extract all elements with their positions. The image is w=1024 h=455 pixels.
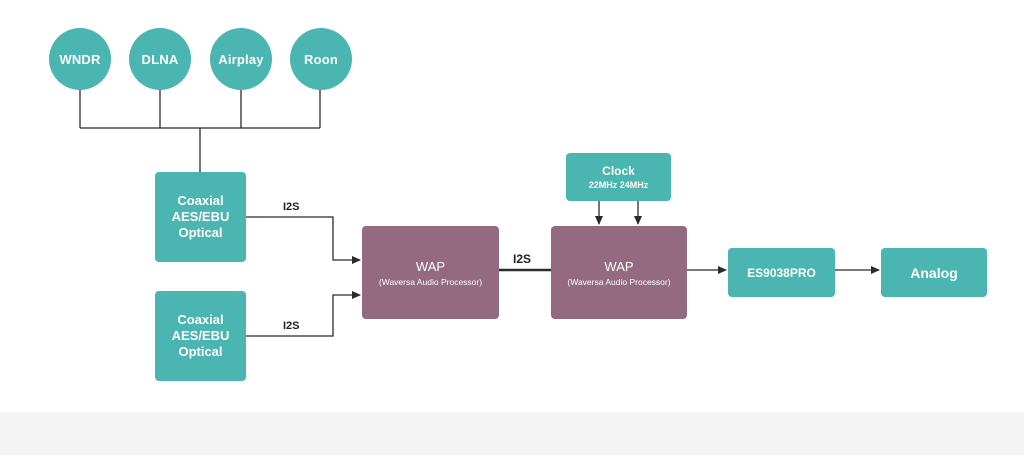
clock-title: Clock [602,163,635,178]
signal-flow-diagram: WNDR DLNA Airplay Roon Coaxial AES/EBU O… [49,28,987,381]
dac-box: ES9038PRO [728,248,835,297]
input-2-line-2: AES/EBU [171,328,230,343]
input-2-arrow [246,291,361,337]
input-1-line-3: Optical [178,225,223,240]
clock-box: Clock 22MHz 24MHz [566,153,671,201]
source-wndr: WNDR [49,28,111,90]
wap-2-subtitle: (Waversa Audio Processor) [567,276,671,287]
wap-1-title: WAP [415,258,446,274]
wap-processor-1: WAP (Waversa Audio Processor) [362,226,499,319]
connector-lines [79,88,880,337]
i2s-label-input-2: I2S [283,320,300,332]
analog-output-box: Analog [881,248,987,297]
i2s-label-wap-link: I2S [513,252,532,266]
input-2-line-3: Optical [178,344,223,359]
wap-1-subtitle: (Waversa Audio Processor) [378,276,483,287]
i2s-label-input-1: I2S [283,201,300,213]
digital-input-2: Coaxial AES/EBU Optical [155,291,246,381]
footer-band [0,412,1024,455]
source-dlna: DLNA [129,28,191,90]
digital-input-1: Coaxial AES/EBU Optical [155,172,246,262]
wap-processor-2: WAP (Waversa Audio Processor) [551,226,687,319]
analog-output-label: Analog [910,264,958,281]
input-1-line-1: Coaxial [177,193,224,208]
input-1-line-2: AES/EBU [171,209,230,224]
input-2-line-1: Coaxial [177,312,224,327]
input-1-arrow [246,216,361,264]
clock-frequencies: 22MHz 24MHz [588,179,649,190]
source-roon: Roon [290,28,352,90]
dac-label: ES9038PRO [747,265,816,280]
source-airplay: Airplay [210,28,272,90]
wap-2-title: WAP [604,258,634,274]
